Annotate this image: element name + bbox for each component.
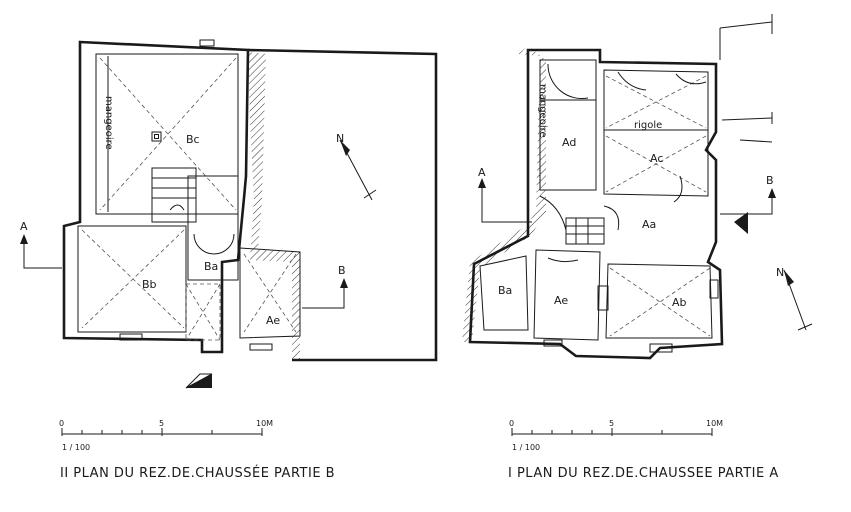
plan-b-room-bb: Bb bbox=[142, 278, 157, 291]
plan-b-room-bb-outline bbox=[77, 225, 187, 333]
plan-a-scale-ratio: 1 / 100 bbox=[512, 443, 540, 452]
plan-b-section-a: A bbox=[20, 220, 28, 233]
plan-a-room-ad-outline bbox=[539, 59, 597, 191]
plan-b: Bc Bb Ba Ae mangeoire A B N bbox=[20, 39, 438, 481]
plan-a-room-ae-outline bbox=[533, 249, 601, 341]
plan-b-pillar bbox=[151, 131, 162, 142]
plan-a: Ad Ac Aa Ba Ae Ab mangeoire rigole A B N bbox=[462, 14, 813, 481]
plan-a-room-ba: Ba bbox=[498, 284, 512, 297]
plan-a-room-ad: Ad bbox=[562, 136, 576, 149]
plan-a-section-b: B bbox=[766, 174, 774, 187]
plan-a-room-ba-outline bbox=[479, 255, 529, 331]
plan-a-north: N bbox=[776, 266, 784, 279]
plan-a-wall-hatch bbox=[462, 46, 546, 342]
plan-a-scale-5: 5 bbox=[609, 419, 614, 428]
plan-a-scale-0: 0 bbox=[509, 419, 514, 428]
plan-b-north: N bbox=[336, 132, 344, 145]
plan-a-rigole-label: rigole bbox=[634, 120, 662, 131]
plan-a-outer-wall bbox=[468, 48, 724, 360]
plan-b-room-ba: Ba bbox=[204, 260, 218, 273]
plan-a-view-marker bbox=[734, 212, 748, 234]
plan-b-scale-5: 5 bbox=[159, 419, 164, 428]
plan-b-mangeoire-label: mangeoire bbox=[103, 96, 114, 150]
plan-a-room-ab: Ab bbox=[672, 296, 687, 309]
plan-a-caption: I PLAN DU REZ.DE.CHAUSSEE PARTIE A bbox=[508, 466, 779, 481]
plan-b-scale-bar bbox=[61, 428, 263, 436]
plan-a-section-a: A bbox=[478, 166, 486, 179]
plan-a-room-ae: Ae bbox=[554, 294, 568, 307]
plan-b-scale-0: 0 bbox=[59, 419, 64, 428]
plan-b-room-ba-outline bbox=[187, 175, 239, 281]
plan-b-section-b: B bbox=[338, 264, 346, 277]
plan-b-scale-10: 10M bbox=[256, 419, 273, 428]
plan-b-terrain-hatch bbox=[248, 52, 300, 360]
plan-a-mangeoire-label: mangeoire bbox=[537, 84, 548, 138]
plan-b-outer-wall bbox=[62, 40, 250, 354]
plan-a-room-ab-outline bbox=[605, 263, 713, 339]
plan-a-room-aa: Aa bbox=[642, 218, 656, 231]
plan-b-room-ae-outline bbox=[239, 247, 301, 339]
plan-b-scale-ratio: 1 / 100 bbox=[62, 443, 90, 452]
plan-b-stair bbox=[151, 167, 197, 223]
plan-b-room-bc: Bc bbox=[186, 133, 200, 146]
plan-b-room-bc-outline bbox=[95, 53, 239, 215]
plan-b-room-ae: Ae bbox=[266, 314, 280, 327]
plan-b-caption: II PLAN DU REZ.DE.CHAUSSÉE PARTIE B bbox=[60, 465, 335, 481]
plan-b-terrain-outline bbox=[247, 48, 438, 362]
plan-a-room-ac: Ac bbox=[650, 152, 663, 165]
plan-a-room-ac-outline bbox=[603, 69, 709, 197]
plan-a-scale-bar bbox=[511, 428, 713, 436]
plan-a-scale-10: 10M bbox=[706, 419, 723, 428]
plan-a-stair bbox=[565, 217, 605, 245]
